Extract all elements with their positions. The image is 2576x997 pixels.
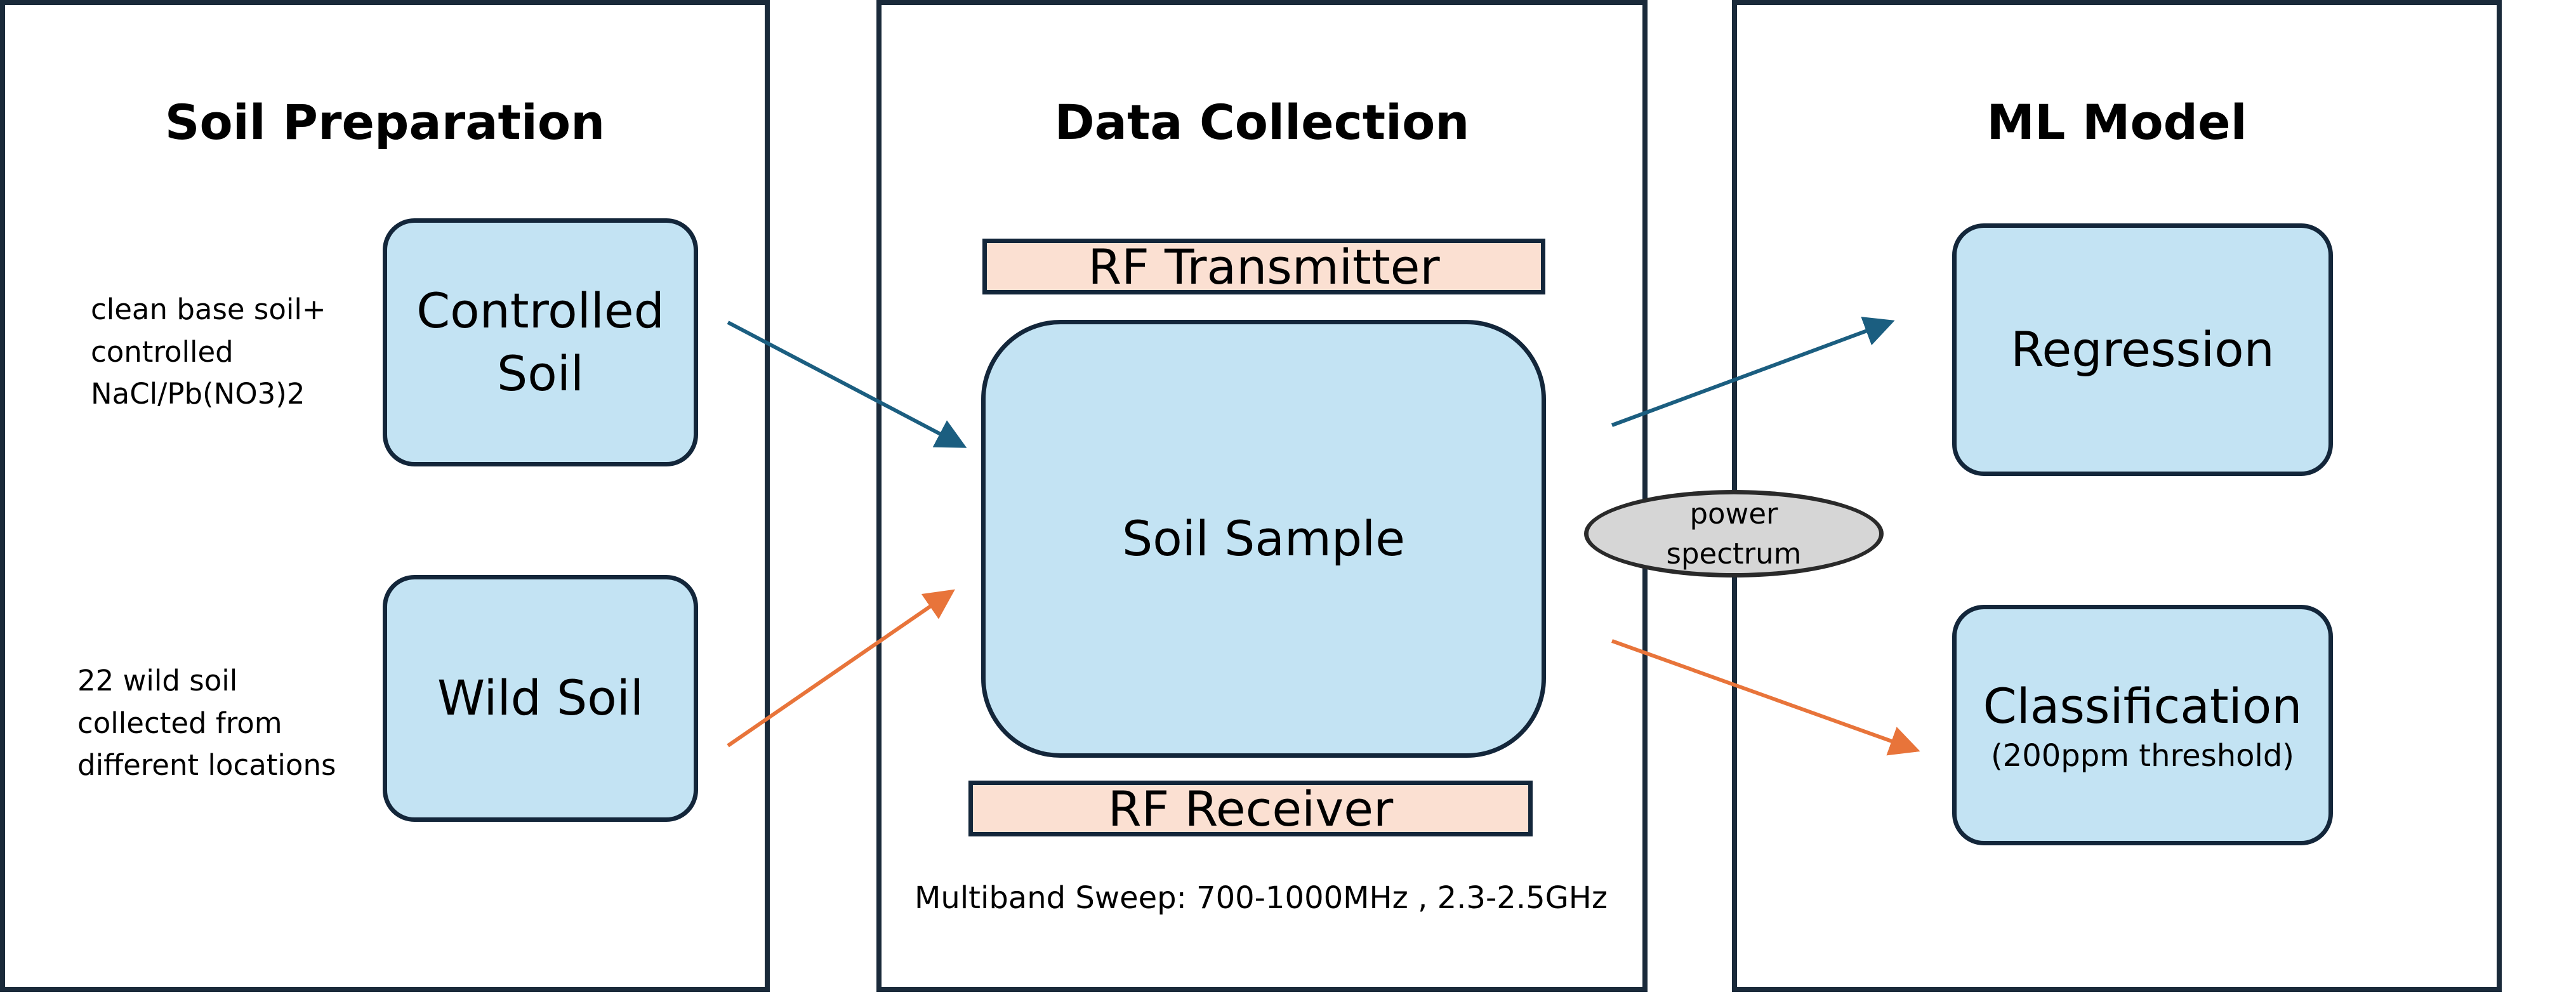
soil-sample-label: Soil Sample bbox=[1121, 510, 1406, 567]
multiband-sweep-note: Multiband Sweep: 700-1000MHz , 2.3-2.5GH… bbox=[915, 880, 1608, 916]
arrow-sample-to-regression bbox=[1611, 317, 1895, 427]
wild-soil-note: 22 wild soil collected from different lo… bbox=[77, 664, 336, 782]
controlled-soil-note: clean base soil+ controlled NaCl/Pb(NO3)… bbox=[91, 293, 326, 411]
regression-box: Regression bbox=[1952, 223, 2333, 476]
power-spectrum-ellipse: power spectrum bbox=[1584, 490, 1884, 578]
rf-transmitter-label: RF Transmitter bbox=[1088, 238, 1440, 295]
data-collection-title: Data Collection bbox=[1054, 94, 1470, 150]
classification-label: Classification bbox=[1983, 678, 2302, 735]
regression-label: Regression bbox=[2011, 320, 2275, 378]
soil-preparation-panel: Soil Preparation bbox=[0, 0, 770, 992]
rf-receiver-bar: RF Receiver bbox=[968, 780, 1533, 837]
rf-receiver-label: RF Receiver bbox=[1107, 780, 1394, 837]
controlled-soil-label: Controlled Soil bbox=[416, 282, 664, 402]
arrow-sample-to-classification bbox=[1611, 639, 1920, 756]
threshold-label: (200ppm threshold) bbox=[1990, 738, 2295, 774]
soil-preparation-title: Soil Preparation bbox=[164, 94, 605, 150]
wild-soil-box: Wild Soil bbox=[383, 575, 698, 822]
wild-soil-label: Wild Soil bbox=[437, 670, 644, 727]
arrow-wild-to-sample bbox=[727, 589, 955, 748]
soil-sample-box: Soil Sample bbox=[981, 320, 1546, 758]
rf-transmitter-bar: RF Transmitter bbox=[982, 238, 1545, 295]
arrow-controlled-to-sample bbox=[727, 320, 967, 448]
power-spectrum-label: power spectrum bbox=[1666, 497, 1802, 571]
controlled-soil-box: Controlled Soil bbox=[383, 218, 698, 466]
classification-box: Classification (200ppm threshold) bbox=[1952, 605, 2333, 845]
ml-model-title: ML Model bbox=[1986, 94, 2247, 150]
